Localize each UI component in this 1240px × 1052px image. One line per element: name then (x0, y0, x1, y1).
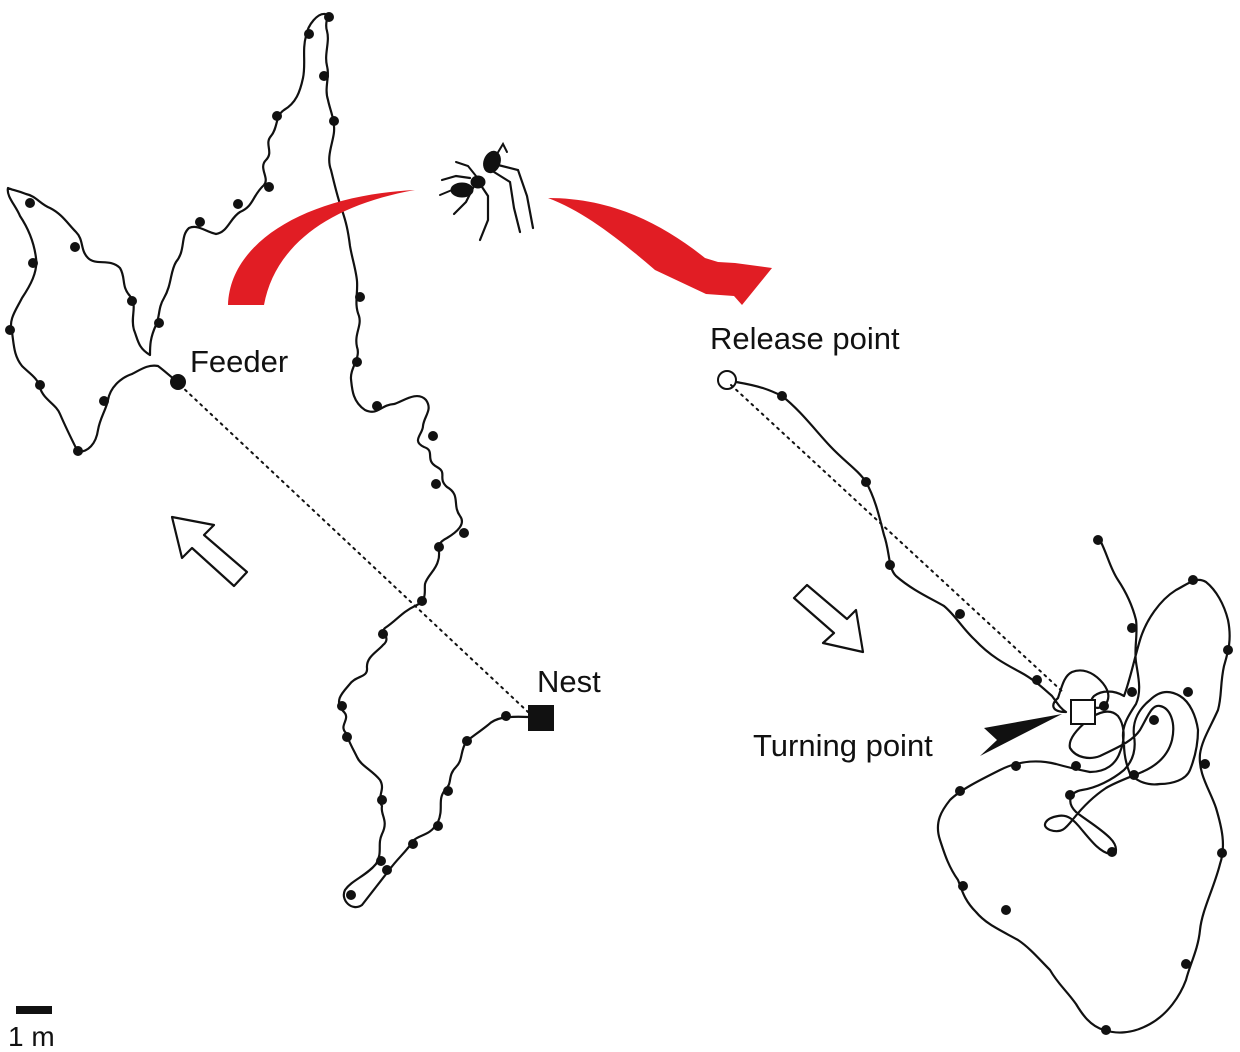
waypoint (955, 786, 965, 796)
waypoint (861, 477, 871, 487)
displacement-arrow-tail (228, 190, 415, 305)
waypoint (233, 199, 243, 209)
waypoint (35, 380, 45, 390)
waypoint (1188, 575, 1198, 585)
waypoint (304, 29, 314, 39)
waypoint (1129, 770, 1139, 780)
waypoint (272, 111, 282, 121)
waypoint (1032, 675, 1042, 685)
waypoint (1071, 761, 1081, 771)
waypoint (25, 198, 35, 208)
waypoint (1183, 687, 1193, 697)
outbound-path (6, 12, 530, 909)
waypoint (885, 560, 895, 570)
waypoint (28, 258, 38, 268)
global-vector-release-turning (730, 384, 1065, 694)
waypoint (73, 446, 83, 456)
waypoint (777, 391, 787, 401)
waypoint (955, 609, 965, 619)
global-vector-feeder-nest (179, 384, 529, 713)
waypoint (431, 479, 441, 489)
nest-label: Nest (537, 664, 601, 699)
waypoint (408, 839, 418, 849)
waypoint (342, 732, 352, 742)
waypoint (1127, 687, 1137, 697)
waypoint (5, 325, 15, 335)
waypoint (382, 865, 392, 875)
waypoint (1065, 790, 1075, 800)
waypoint (501, 711, 511, 721)
feeder-marker (170, 374, 186, 390)
waypoint (1101, 1025, 1111, 1035)
hollow-arrow-northwest-icon (170, 515, 249, 588)
waypoint (1093, 535, 1103, 545)
waypoint (1217, 848, 1227, 858)
waypoint (337, 701, 347, 711)
waypoint (1099, 701, 1109, 711)
waypoint (1149, 715, 1159, 725)
homeward-path-waypoints (777, 391, 1233, 1035)
release-point-label: Release point (710, 321, 900, 356)
waypoint (264, 182, 274, 192)
scale-bar-label: 1 m (8, 1021, 55, 1052)
waypoint (377, 795, 387, 805)
waypoint (378, 629, 388, 639)
waypoint (462, 736, 472, 746)
scale-bar (16, 1006, 52, 1014)
displacement-arrow-head (548, 198, 772, 305)
waypoint (352, 357, 362, 367)
waypoint (1107, 847, 1117, 857)
outbound-path-waypoints (5, 12, 511, 900)
waypoint (1011, 761, 1021, 771)
waypoint (346, 890, 356, 900)
nest-marker (528, 705, 554, 731)
waypoint (1001, 905, 1011, 915)
turning-point-label: Turning point (753, 728, 933, 763)
waypoint (443, 786, 453, 796)
waypoint (70, 242, 80, 252)
black-arrowhead-icon (980, 714, 1062, 756)
waypoint (417, 596, 427, 606)
turning-point-marker (1070, 699, 1096, 725)
waypoint (195, 217, 205, 227)
waypoint (372, 401, 382, 411)
waypoint (1223, 645, 1233, 655)
waypoint (154, 318, 164, 328)
feeder-label: Feeder (190, 344, 288, 379)
waypoint (459, 528, 469, 538)
waypoint (1127, 623, 1137, 633)
waypoint (355, 292, 365, 302)
waypoint (958, 881, 968, 891)
waypoint (1181, 959, 1191, 969)
ant-icon (439, 141, 535, 242)
waypoint (99, 396, 109, 406)
waypoint (324, 12, 334, 22)
waypoint (319, 71, 329, 81)
waypoint (127, 296, 137, 306)
waypoint (329, 116, 339, 126)
homeward-path (734, 380, 1231, 1034)
waypoint (433, 821, 443, 831)
waypoint (376, 856, 386, 866)
hollow-arrow-southeast-icon (792, 583, 865, 654)
waypoint (428, 431, 438, 441)
waypoint (434, 542, 444, 552)
waypoint (1200, 759, 1210, 769)
